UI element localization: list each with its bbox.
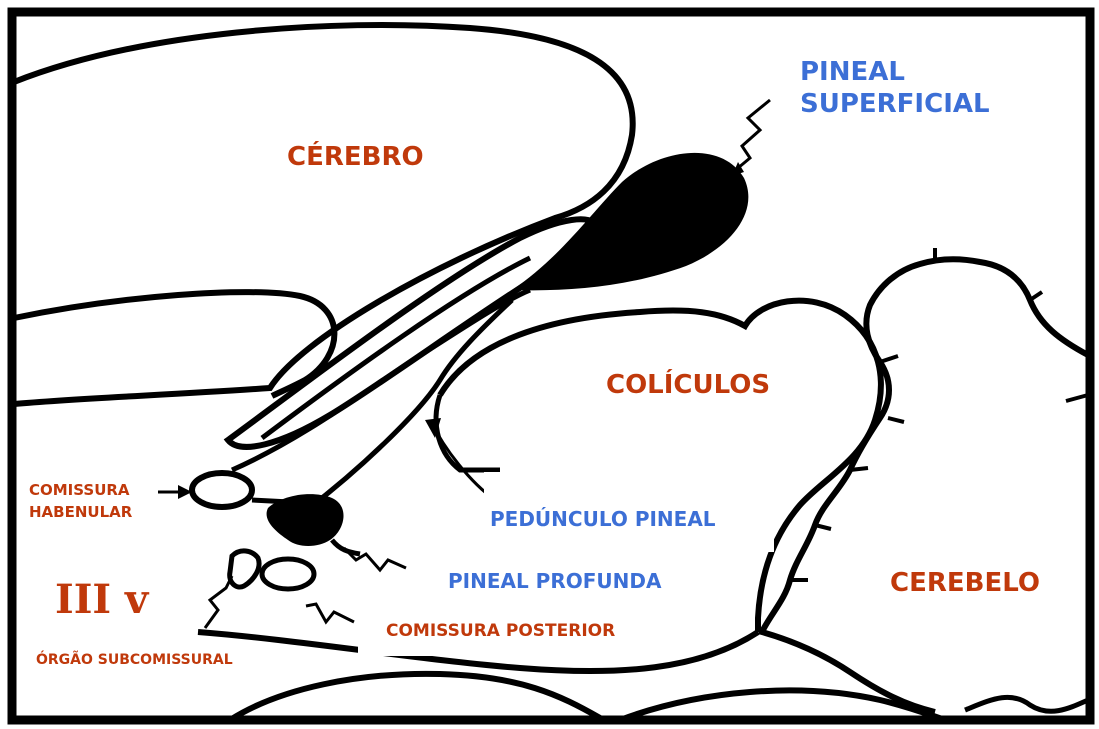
zigzag-arrow-comissura-posterior — [306, 604, 354, 622]
label-orgao-subcomissural: ÓRGÃO SUBCOMISSURAL — [36, 652, 233, 668]
cerebellum-folia — [790, 248, 1088, 580]
label-comissura-posterior: COMISSURA POSTERIOR — [386, 622, 615, 642]
label-iii-v: III v — [55, 577, 148, 623]
cerebrum-outline — [14, 25, 633, 404]
label-comissura-habenular-line1: COMISSURA — [29, 482, 130, 499]
subcommissural-organ — [230, 551, 259, 587]
habenular-commissure — [192, 473, 252, 507]
label-comissura-habenular-line2: HABENULAR — [29, 504, 132, 521]
zigzag-arrow-pineal-superficial — [738, 100, 770, 168]
posterior-commissure — [262, 559, 314, 589]
zigzag-arrow-orgao — [205, 576, 232, 628]
label-cerebro: CÉREBRO — [287, 143, 424, 173]
cerebellum-outline — [762, 259, 1088, 712]
label-pedunculo-pineal: PEDÚNCULO PINEAL — [490, 508, 716, 531]
label-cerebelo: CEREBELO — [890, 569, 1040, 599]
brainstem-base — [230, 674, 600, 720]
label-pineal-profunda: PINEAL PROFUNDA — [448, 570, 661, 593]
colliculi-lower-edge — [436, 395, 500, 470]
cerebrum-inner-fold — [14, 292, 334, 396]
right-base-tick — [965, 697, 1088, 711]
label-pineal-superficial-line1: PINEAL — [800, 58, 905, 88]
label-pineal-superficial-line2: SUPERFICIAL — [800, 90, 990, 120]
label-coliculos: COLÍCULOS — [606, 371, 770, 401]
